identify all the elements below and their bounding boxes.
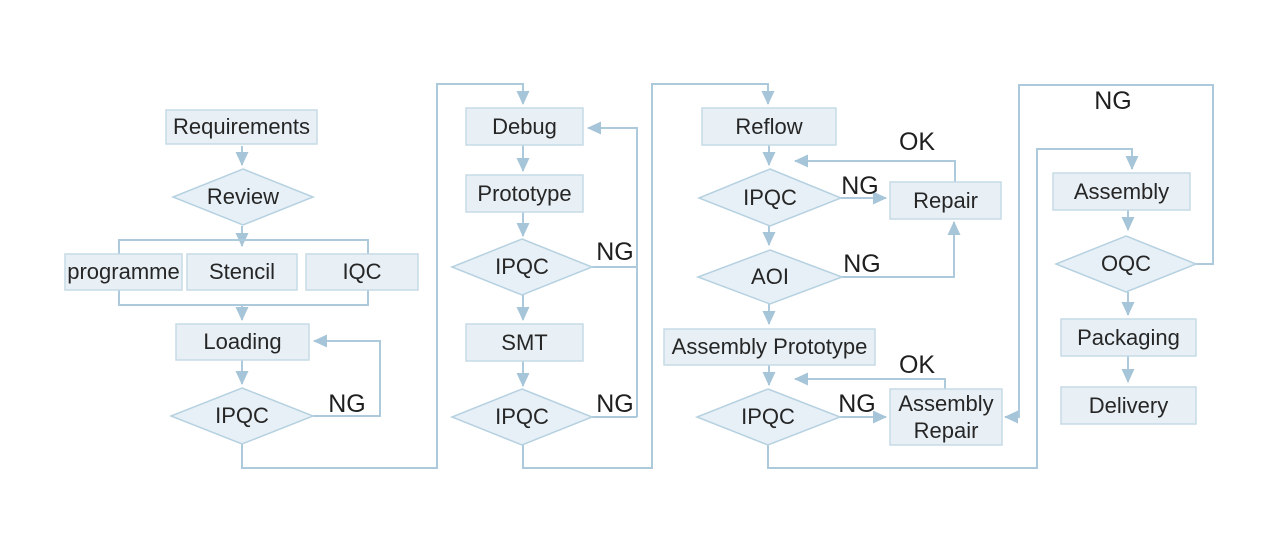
edge-ipqc-ng-loading-loop xyxy=(313,334,381,417)
delivery-box xyxy=(1060,386,1197,425)
edge-oqc-ng-return xyxy=(1004,84,1214,424)
programme-box xyxy=(64,253,183,291)
edge-assembly-repair-ok-return xyxy=(794,372,946,389)
oqc-diamond xyxy=(1053,235,1199,293)
aoi-diamond xyxy=(695,249,845,305)
ipqc-prototype-diamond xyxy=(449,238,595,296)
edge-col3-to-assembly xyxy=(767,148,1139,469)
debug-box xyxy=(465,107,584,146)
review-diamond xyxy=(170,168,316,226)
edge-repair-ok-return xyxy=(794,154,956,182)
iqc-box xyxy=(305,253,419,291)
ipqc-loading-diamond xyxy=(168,387,316,445)
ipqc-smt-diamond xyxy=(449,388,595,446)
assembly-prototype-box xyxy=(663,328,876,366)
repair-box xyxy=(889,181,1002,220)
decision-nodes xyxy=(168,168,1199,446)
requirements-box xyxy=(165,109,318,145)
smt-box xyxy=(465,323,584,362)
edge-aoi-ng-repair xyxy=(842,221,961,278)
prototype-box xyxy=(465,174,584,213)
assembly-box xyxy=(1052,172,1191,211)
assembly-repair-box xyxy=(889,388,1003,446)
edge-ng-feedback-debug xyxy=(587,121,638,417)
edges xyxy=(118,83,1214,469)
loading-box xyxy=(175,323,310,361)
edge-col1-to-debug xyxy=(241,83,530,469)
process-nodes xyxy=(64,107,1197,446)
reflow-box xyxy=(701,107,837,146)
edge-col2-to-reflow xyxy=(522,83,775,469)
ipqc-reflow-diamond xyxy=(696,168,844,227)
packaging-box xyxy=(1060,318,1197,357)
ipqc-assembly-diamond xyxy=(694,388,843,446)
stencil-box xyxy=(186,253,298,291)
